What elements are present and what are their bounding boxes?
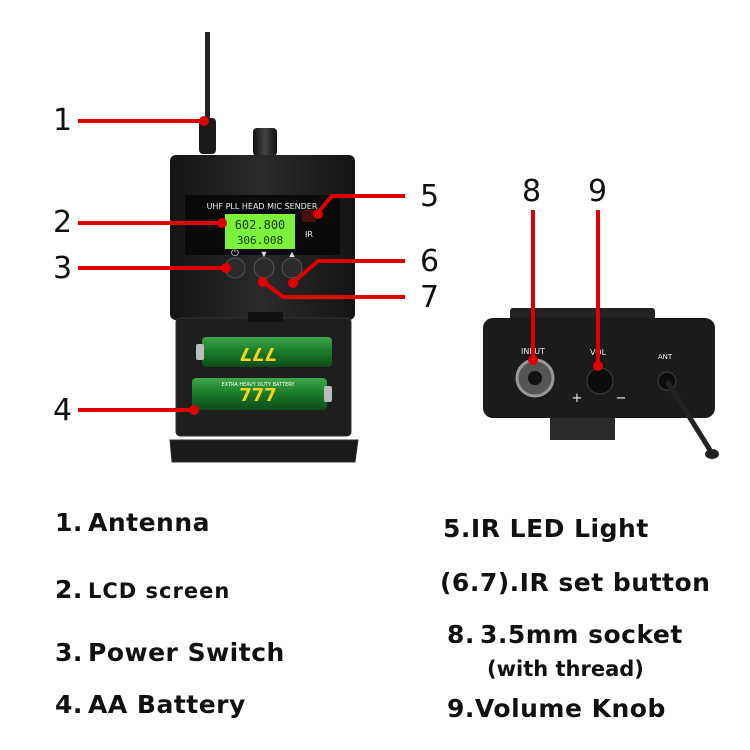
legend-num: 9.: [447, 694, 475, 723]
legend-item-9: 9.Volume Knob: [447, 694, 666, 723]
legend-item-8-sub: (with thread): [487, 657, 644, 681]
callout-dot-8: [528, 355, 538, 365]
legend-item-3: 3. Power Switch: [55, 638, 285, 667]
battery-door-latch: [248, 312, 283, 322]
legend-item-8: 8. 3.5mm socket: [447, 620, 683, 649]
ir-down-button[interactable]: [253, 257, 275, 279]
callout-dot-3: [221, 263, 231, 273]
callout-line-6: [294, 259, 405, 282]
side-antenna: [664, 379, 713, 452]
battery-top: 777: [196, 337, 332, 367]
legend-num: 1.: [55, 508, 83, 537]
legend-item-1: 1. Antenna: [55, 508, 210, 537]
side-top-buttons: [510, 308, 655, 320]
header-text: UHF PLL HEAD MIC SENDER: [207, 202, 318, 211]
legend-num: 5.: [443, 514, 471, 543]
callout-dot-1: [199, 116, 209, 126]
legend-text: Antenna: [88, 508, 211, 537]
legend-num: 2.: [55, 575, 83, 604]
volume-knob[interactable]: [586, 367, 614, 395]
legend-num: (6.7).: [440, 568, 520, 597]
callout-lines: [78, 116, 603, 415]
callout-2: 2: [53, 205, 73, 240]
callout-1: 1: [53, 103, 73, 138]
legend-text: AA Battery: [88, 690, 246, 719]
ir-label: IR: [305, 230, 313, 239]
ant-label: ANT: [658, 353, 673, 361]
callout-7: 7: [420, 280, 440, 315]
callout-9: 9: [588, 174, 608, 209]
lcd-line1: 602.800: [235, 218, 286, 232]
callout-dot-9: [593, 361, 603, 371]
lcd-line2: 306.008: [237, 234, 283, 247]
legend-text: IR set button: [519, 568, 711, 597]
callout-4: 4: [53, 393, 73, 428]
callout-dot-4: [189, 405, 199, 415]
lcd-screen: [225, 214, 295, 249]
input-socket-hole: [528, 371, 542, 385]
callout-dot-2: [217, 218, 227, 228]
callout-6: 6: [420, 244, 440, 279]
callout-line-7: [264, 282, 405, 299]
legend-num: 4.: [55, 690, 83, 719]
battery-text: EXTRA HEAVY DUTY BATTERY: [222, 382, 296, 388]
callout-line-5: [318, 194, 405, 212]
legend-num: 8.: [447, 620, 475, 649]
side-clip: [550, 418, 615, 440]
legend-text: IR LED Light: [470, 514, 649, 543]
minus-label: −: [616, 391, 627, 406]
antenna: [205, 32, 210, 152]
legend-subtext: (with thread): [487, 657, 644, 681]
callout-3: 3: [53, 251, 73, 286]
side-antenna-tip: [705, 449, 719, 459]
battery-bottom: 777 EXTRA HEAVY DUTY BATTERY: [192, 378, 332, 410]
plus-label: +: [572, 391, 583, 406]
battery-brand-top: 777: [239, 343, 277, 364]
power-icon: ⏻: [231, 248, 239, 259]
arrow-down-icon: ▼: [260, 249, 269, 259]
callout-5: 5: [420, 179, 440, 214]
callout-dot-7: [258, 277, 268, 287]
top-knob: [253, 128, 277, 156]
legend-text: 3.5mm socket: [480, 620, 683, 649]
legend-item-2: 2. LCD screen: [55, 575, 230, 604]
legend-text: LCD screen: [88, 579, 231, 603]
legend-text: Volume Knob: [474, 694, 666, 723]
callout-dot-5: [313, 209, 323, 219]
legend-item-5: 5.IR LED Light: [443, 514, 649, 543]
ir-led: [302, 210, 316, 222]
legend-text: Power Switch: [88, 638, 285, 667]
legend-item-4: 4. AA Battery: [55, 690, 246, 719]
ir-up-button[interactable]: [281, 257, 303, 279]
legend-num: 3.: [55, 638, 83, 667]
legend-item-6: (6.7).IR set button: [440, 568, 710, 597]
battery-brand-bottom: 777: [239, 385, 277, 406]
antenna-base: [199, 118, 216, 154]
belt-clip: [169, 439, 359, 463]
battery-compartment: [175, 317, 352, 437]
callout-8: 8: [522, 174, 542, 209]
arrow-up-icon: ▲: [288, 249, 297, 259]
callout-dot-6: [288, 278, 298, 288]
